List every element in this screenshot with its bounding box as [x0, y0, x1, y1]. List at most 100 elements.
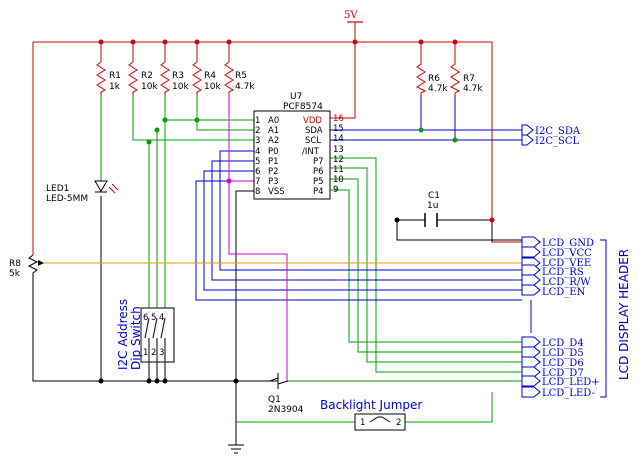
dip-title-line1: I2C Address [116, 299, 130, 370]
pin-14-name: SCL [305, 136, 321, 146]
pin-10-name: P5 [313, 177, 324, 187]
capacitor-c1 [424, 213, 438, 227]
q1-symbol [269, 373, 289, 389]
pin-12-name: P7 [313, 157, 324, 167]
gnd-icon [228, 444, 244, 454]
pin-1-name: A0 [268, 116, 279, 126]
lcd-rw-label: LCD_R/W [542, 277, 591, 288]
jumper-title: Backlight Jumper [320, 398, 422, 412]
lcd-d6-label: LCD_D6 [542, 358, 584, 369]
wire-magenta [228, 95, 288, 381]
resistor-zigzags [96, 55, 461, 95]
jumper-body [354, 413, 406, 431]
q1-value: 2N3904 [268, 405, 304, 415]
pin-13-num: 13 [333, 145, 344, 155]
pin-2-num: 2 [255, 126, 260, 136]
pin-5-name: P1 [268, 157, 279, 167]
ic-right-pins: VDD 16 SDA 15 SCL 14 /INT 13 P7 12 P6 11… [302, 114, 344, 197]
dip-pin-numbers: 6 5 4 1 2 3 [143, 313, 164, 358]
junction-magenta [226, 178, 232, 184]
r5-ref: R5 [235, 71, 247, 81]
r6-value: 4.7k [428, 84, 448, 94]
r7-ref: R7 [463, 74, 475, 84]
led1-ref: LED1 [46, 184, 69, 194]
c1-ref: C1 [428, 191, 440, 201]
r2-ref: R2 [141, 71, 153, 81]
r3-ref: R3 [172, 71, 184, 81]
junctions-black [98, 217, 400, 384]
led1-value: LED-5MM [46, 194, 88, 204]
lcd-vcc-label: LCD_VCC [542, 248, 592, 259]
r6-ref: R6 [428, 74, 440, 84]
pin-12-num: 12 [333, 155, 344, 165]
5v-label: 5V [344, 10, 358, 21]
q1-ref: Q1 [268, 395, 281, 405]
r1-value: 1k [109, 82, 121, 92]
pin-7-name: P3 [268, 177, 279, 187]
c1-value: 1u [427, 201, 438, 211]
wire-blue-nets [195, 95, 532, 333]
r2-value: 10k [141, 82, 158, 92]
dip-pin-3: 3 [159, 348, 164, 358]
i2c-sda-label: I2C_SDA [535, 126, 581, 137]
pot-r8-body [27, 254, 39, 275]
led1-symbol [94, 180, 119, 194]
jumper-pin-2: 2 [396, 418, 401, 428]
pin-4-name: P0 [268, 147, 279, 157]
r3-value: 10k [172, 82, 189, 92]
pin-3-name: A2 [268, 136, 279, 146]
junctions-red [98, 39, 495, 223]
ic-u7-body [253, 110, 331, 200]
pin-14-num: 14 [333, 134, 344, 144]
pin-9-num: 9 [333, 185, 338, 195]
pin-15-num: 15 [333, 124, 344, 134]
lcd-rs-label: LCD_RS [542, 267, 584, 278]
dip-title-line2: Dip Switch [129, 306, 143, 370]
jumper-pin-1: 1 [360, 418, 365, 428]
r5-value: 4.7k [235, 82, 255, 92]
r1-ref: R1 [109, 71, 121, 81]
lcd-vee-label: LCD_VEE [542, 258, 591, 269]
dip-pin-6: 6 [143, 313, 148, 323]
pin-10-num: 10 [333, 175, 344, 185]
pin-2-name: A1 [268, 126, 279, 136]
jumper-link [369, 416, 391, 423]
dip-pin-5: 5 [151, 313, 156, 323]
pin-6-name: P2 [268, 167, 279, 177]
lcd-gnd-label: LCD_GND [542, 238, 594, 249]
pin-15-name: SDA [305, 126, 323, 136]
resistor-labels: R1 1k R2 10k R3 10k R4 10k R5 4.7k R6 4.… [109, 71, 483, 94]
pin-5-num: 5 [255, 157, 260, 167]
dip-pin-4: 4 [159, 313, 164, 323]
lcd-led-minus-label: LCD_LED- [542, 388, 595, 399]
lcd-led-plus-label: LCD_LED+ [542, 377, 600, 388]
pin-16-num: 16 [333, 114, 344, 124]
pin-7-num: 7 [255, 177, 260, 187]
dip-pin-1: 1 [143, 348, 148, 358]
pin-11-name: P6 [313, 167, 324, 177]
pot-r8-wiper [38, 260, 44, 266]
u7-ref: U7 [290, 92, 302, 102]
i2c-flags [521, 124, 534, 146]
lcd-header-bracket [600, 239, 607, 398]
wire-gnd [32, 190, 522, 445]
pin-13-name: /INT [302, 147, 320, 157]
ic-left-pins: 1 A0 2 A1 3 A2 4 P0 5 P1 6 P2 7 P3 8 VSS [255, 116, 285, 197]
r4-value: 10k [204, 82, 221, 92]
r4-ref: R4 [204, 71, 216, 81]
pin-11-num: 11 [333, 165, 344, 175]
i2c-scl-label: I2C_SCL [535, 136, 579, 147]
u7-part: PCF8574 [283, 102, 323, 112]
lcd-d7-label: LCD_D7 [542, 368, 584, 379]
lcd-header-title: LCD DISPLAY HEADER [617, 249, 631, 380]
r8-value: 5k [9, 269, 21, 279]
lcd-en-label: LCD_EN [542, 287, 586, 298]
pin-1-num: 1 [255, 116, 260, 126]
pin-6-num: 6 [255, 167, 260, 177]
pin-16-name: VDD [303, 116, 322, 126]
lcd-signal-labels: LCD_GND LCD_VCC LCD_VEE LCD_RS LCD_R/W L… [542, 238, 600, 399]
junctions-green [146, 117, 458, 145]
wire-5v [32, 22, 522, 255]
lcd-flags [521, 236, 541, 398]
